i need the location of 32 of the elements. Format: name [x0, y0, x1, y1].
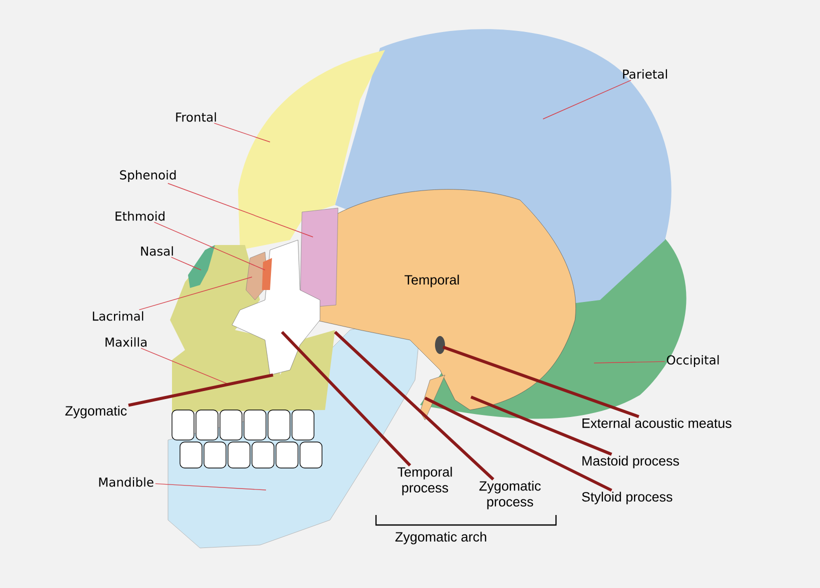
bracket-label: Zygomatic arch [395, 532, 486, 544]
leader-line [470, 396, 612, 456]
part-label: Nasal [141, 246, 173, 256]
bone-label: Temporal [404, 274, 459, 288]
part-label: Zygomatic process [479, 480, 541, 510]
part-label: Lacrimal [92, 311, 144, 321]
part-label: External acoustic meatus [582, 418, 732, 428]
part-label: Frontal [176, 112, 216, 122]
leader-line [280, 330, 412, 466]
leader-line [594, 361, 666, 364]
part-label: Mandible [99, 477, 154, 487]
part-label: Temporal process [398, 466, 452, 496]
leader-line [138, 276, 252, 310]
leader-line [128, 374, 274, 407]
leader-line [424, 396, 612, 492]
leader-line [168, 183, 314, 238]
leader-line [542, 80, 632, 120]
part-label: Parietal [623, 69, 667, 79]
leader-line [140, 348, 228, 384]
leader-line [155, 483, 266, 490]
part-label: Sphenoid [120, 170, 176, 182]
leader-line [442, 346, 640, 418]
part-label: Ethmoid [116, 211, 164, 221]
part-label: Mastoid process [582, 456, 679, 468]
part-label: Maxilla [106, 337, 146, 347]
leader-line [214, 122, 270, 142]
part-label: Zygomatic [65, 406, 127, 418]
part-label: Occipital [666, 355, 719, 367]
leader-line [334, 330, 494, 481]
leader-line [170, 256, 202, 270]
leader-line [154, 222, 266, 270]
part-label: Styloid process [582, 492, 672, 504]
